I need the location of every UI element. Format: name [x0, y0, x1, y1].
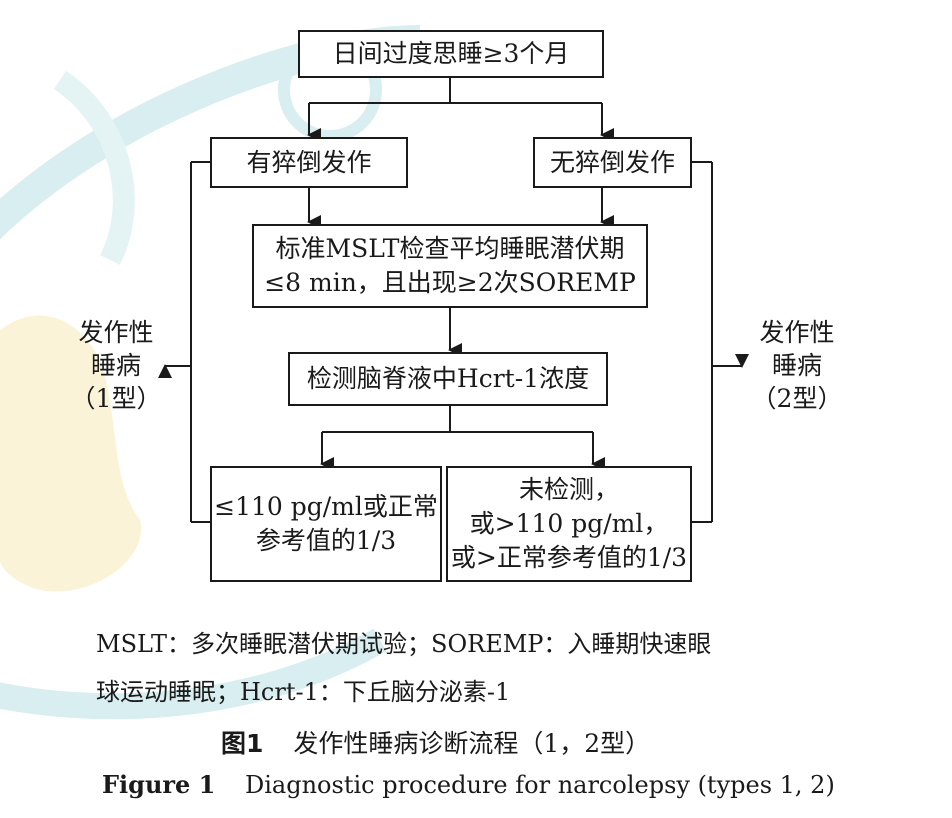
box-hcrt-low: ≤110 pg/ml或正常 参考值的1/3	[210, 466, 442, 582]
outcome-type1-line1: 发作性	[78, 318, 154, 347]
box-hcrt: 检测脑脊液中Hcrt-1浓度	[288, 352, 608, 406]
box-hcrt-text: 检测脑脊液中Hcrt-1浓度	[306, 364, 590, 393]
box-cataplexy-no: 无猝倒发作	[533, 137, 692, 188]
box-cataplexy-no-text: 无猝倒发作	[549, 147, 675, 177]
box-eds-text: 日间过度思睡≥3个月	[332, 39, 570, 68]
figure-label-en: Figure 1	[102, 770, 216, 799]
box-hcrt-high-line2: 或>110 pg/ml，	[469, 509, 669, 538]
outcome-type2-line1: 发作性	[759, 318, 835, 347]
box-hcrt-high-line1: 未检测，	[518, 475, 619, 504]
box-mslt-line1: 标准MSLT检查平均睡眠潜伏期	[275, 234, 625, 263]
figure-title-en-text: Diagnostic procedure for narcolepsy (typ…	[245, 771, 835, 799]
box-mslt: 标准MSLT检查平均睡眠潜伏期 ≤8 min，且出现≥2次SOREMP	[252, 224, 648, 308]
box-hcrt-low-line1: ≤110 pg/ml或正常	[214, 492, 438, 521]
outcome-type2: 发作性 睡病 （2型）	[745, 316, 849, 415]
outcome-type1-line3: （1型）	[70, 384, 162, 413]
box-mslt-line2: ≤8 min，且出现≥2次SOREMP	[264, 268, 636, 297]
outcome-type1: 发作性 睡病 （1型）	[68, 316, 164, 415]
box-cataplexy-yes: 有猝倒发作	[210, 137, 408, 188]
outcome-type2-line2: 睡病	[771, 351, 822, 380]
box-hcrt-high: 未检测， 或>110 pg/ml， 或>正常参考值的1/3	[446, 466, 692, 582]
abbreviations-line1: MSLT：多次睡眠潜伏期试验；SOREMP：入睡期快速眼	[96, 630, 712, 658]
box-hcrt-high-line3: 或>正常参考值的1/3	[450, 543, 688, 572]
outcome-type1-line2: 睡病	[90, 351, 141, 380]
figure-title-en: Figure 1 Diagnostic procedure for narcol…	[102, 770, 835, 799]
box-cataplexy-yes-text: 有猝倒发作	[246, 147, 372, 177]
figure-label-cn: 图1	[221, 729, 264, 758]
box-hcrt-low-line2: 参考值的1/3	[255, 526, 397, 555]
figure-title-cn: 图1 发作性睡病诊断流程（1，2型）	[221, 724, 650, 760]
figure-title-cn-text: 发作性睡病诊断流程（1，2型）	[293, 729, 651, 758]
box-eds: 日间过度思睡≥3个月	[298, 30, 604, 78]
outcome-type2-line3: （2型）	[751, 384, 843, 413]
abbreviations-line2: 球运动睡眠；Hcrt-1：下丘脑分泌素-1	[96, 678, 511, 706]
